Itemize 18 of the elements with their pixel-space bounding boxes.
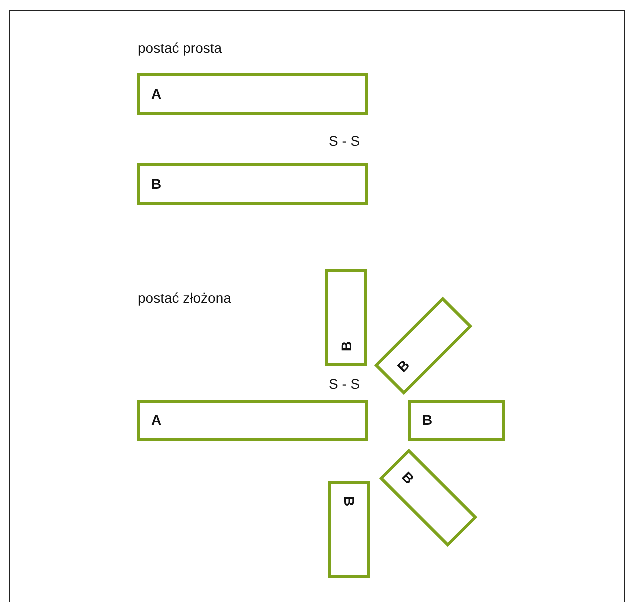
box-letter: B — [341, 496, 357, 507]
box-letter: B — [338, 341, 354, 352]
bar-box — [136, 73, 368, 115]
joint-label: S - S — [329, 133, 360, 149]
box-letter: B — [422, 412, 433, 428]
bar-box — [328, 482, 370, 578]
box-letter: A — [152, 412, 162, 428]
bar-box — [136, 400, 368, 440]
bar-box — [408, 400, 504, 440]
box-letter: B — [152, 176, 162, 192]
section-heading: postać złożona — [138, 290, 232, 306]
box-letter: B — [394, 356, 412, 376]
bar-box — [325, 270, 367, 366]
box-letter: B — [398, 468, 418, 488]
joint-label: S - S — [329, 376, 360, 392]
box-letter: A — [152, 86, 162, 102]
section-heading: postać prosta — [138, 40, 222, 56]
bar-box — [136, 163, 368, 205]
